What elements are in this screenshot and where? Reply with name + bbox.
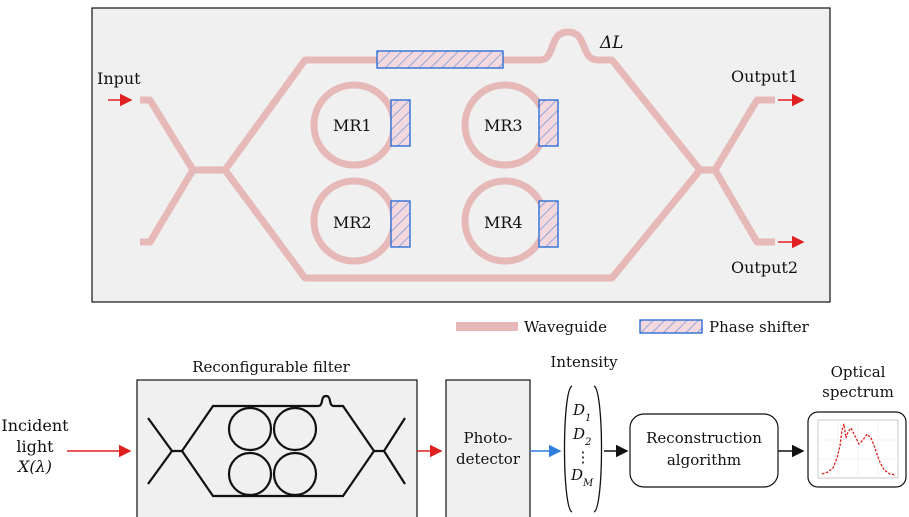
legend-phase-shifter-swatch	[639, 319, 703, 334]
filter-upper-arm	[181, 394, 375, 452]
incident-light-line3: X(λ)	[16, 457, 52, 476]
system-flow: Incident light X(λ) Reconfigurable filte…	[1, 353, 907, 517]
waveguide-output2-arm	[711, 168, 775, 246]
vector-dots: ⋮	[576, 448, 591, 466]
ring-label-mr1: MR1	[333, 116, 372, 135]
filter-ring-4	[272, 451, 318, 497]
vector-d2: D2	[572, 425, 591, 448]
filter-schematic	[147, 394, 406, 498]
incident-light-line1: Incident	[1, 416, 69, 435]
filter-lower-arm	[181, 450, 375, 498]
legend-phase-shifter-label: Phase shifter	[709, 318, 810, 336]
filter-ring-1	[227, 406, 273, 452]
phase-shifter-arm	[376, 50, 504, 69]
ring-label-mr2: MR2	[333, 213, 372, 232]
incident-light-line2: light	[16, 437, 54, 456]
spectrum-title-line2: spectrum	[822, 383, 894, 401]
vector-dm: DM	[570, 466, 594, 489]
ring-label-mr4: MR4	[484, 213, 523, 232]
filter-right-coupler-bottom	[383, 450, 406, 485]
delta-l-label: ΔL	[599, 33, 624, 53]
vector-d1: D1	[572, 401, 591, 424]
waveguide-lower-input-arm	[140, 168, 197, 246]
waveguide-lower-arm	[222, 167, 703, 282]
legend: Waveguide Phase shifter	[456, 318, 810, 336]
legend-waveguide-label: Waveguide	[524, 318, 607, 336]
filter-ring-2	[272, 406, 318, 452]
phase-shifter-mr3	[538, 99, 559, 147]
filter-title: Reconfigurable filter	[192, 358, 350, 376]
photodetector-line2: detector	[456, 450, 521, 468]
waveguide-input-arm	[140, 96, 225, 174]
output2-label: Output2	[731, 258, 798, 277]
spectrum-plot-thumbnail	[817, 419, 899, 479]
photodetector-box	[445, 379, 531, 517]
phase-shifter-mr2	[390, 200, 411, 248]
algorithm-line1: Reconstruction	[646, 429, 762, 447]
algorithm-line2: algorithm	[667, 451, 741, 469]
phase-shifter-mr4	[538, 200, 559, 248]
vector-d1-text: D	[572, 401, 585, 419]
legend-waveguide-swatch	[456, 322, 518, 331]
spectrum-title-line1: Optical	[831, 363, 886, 381]
phase-shifter-mr1	[390, 99, 411, 147]
vector-left-bracket	[563, 385, 573, 513]
vector-right-bracket	[593, 385, 603, 513]
filter-left-coupler-bottom	[147, 450, 173, 485]
waveguide-output1-arm	[700, 96, 775, 174]
ring-label-mr3: MR3	[484, 116, 523, 135]
vector-d2-text: D	[572, 425, 585, 443]
device-layout: MR1 MR3 MR2 MR4 ΔL Input Output1 Output2	[91, 7, 831, 303]
waveguide-upper-arm	[222, 28, 703, 173]
spectrum-curve	[821, 423, 897, 476]
input-label: Input	[97, 69, 141, 88]
intensity-title: Intensity	[550, 353, 618, 371]
output1-label: Output1	[731, 67, 798, 86]
photodetector-line1: Photo-	[464, 429, 513, 447]
vector-dm-text: D	[570, 466, 583, 484]
filter-ring-3	[227, 451, 273, 497]
